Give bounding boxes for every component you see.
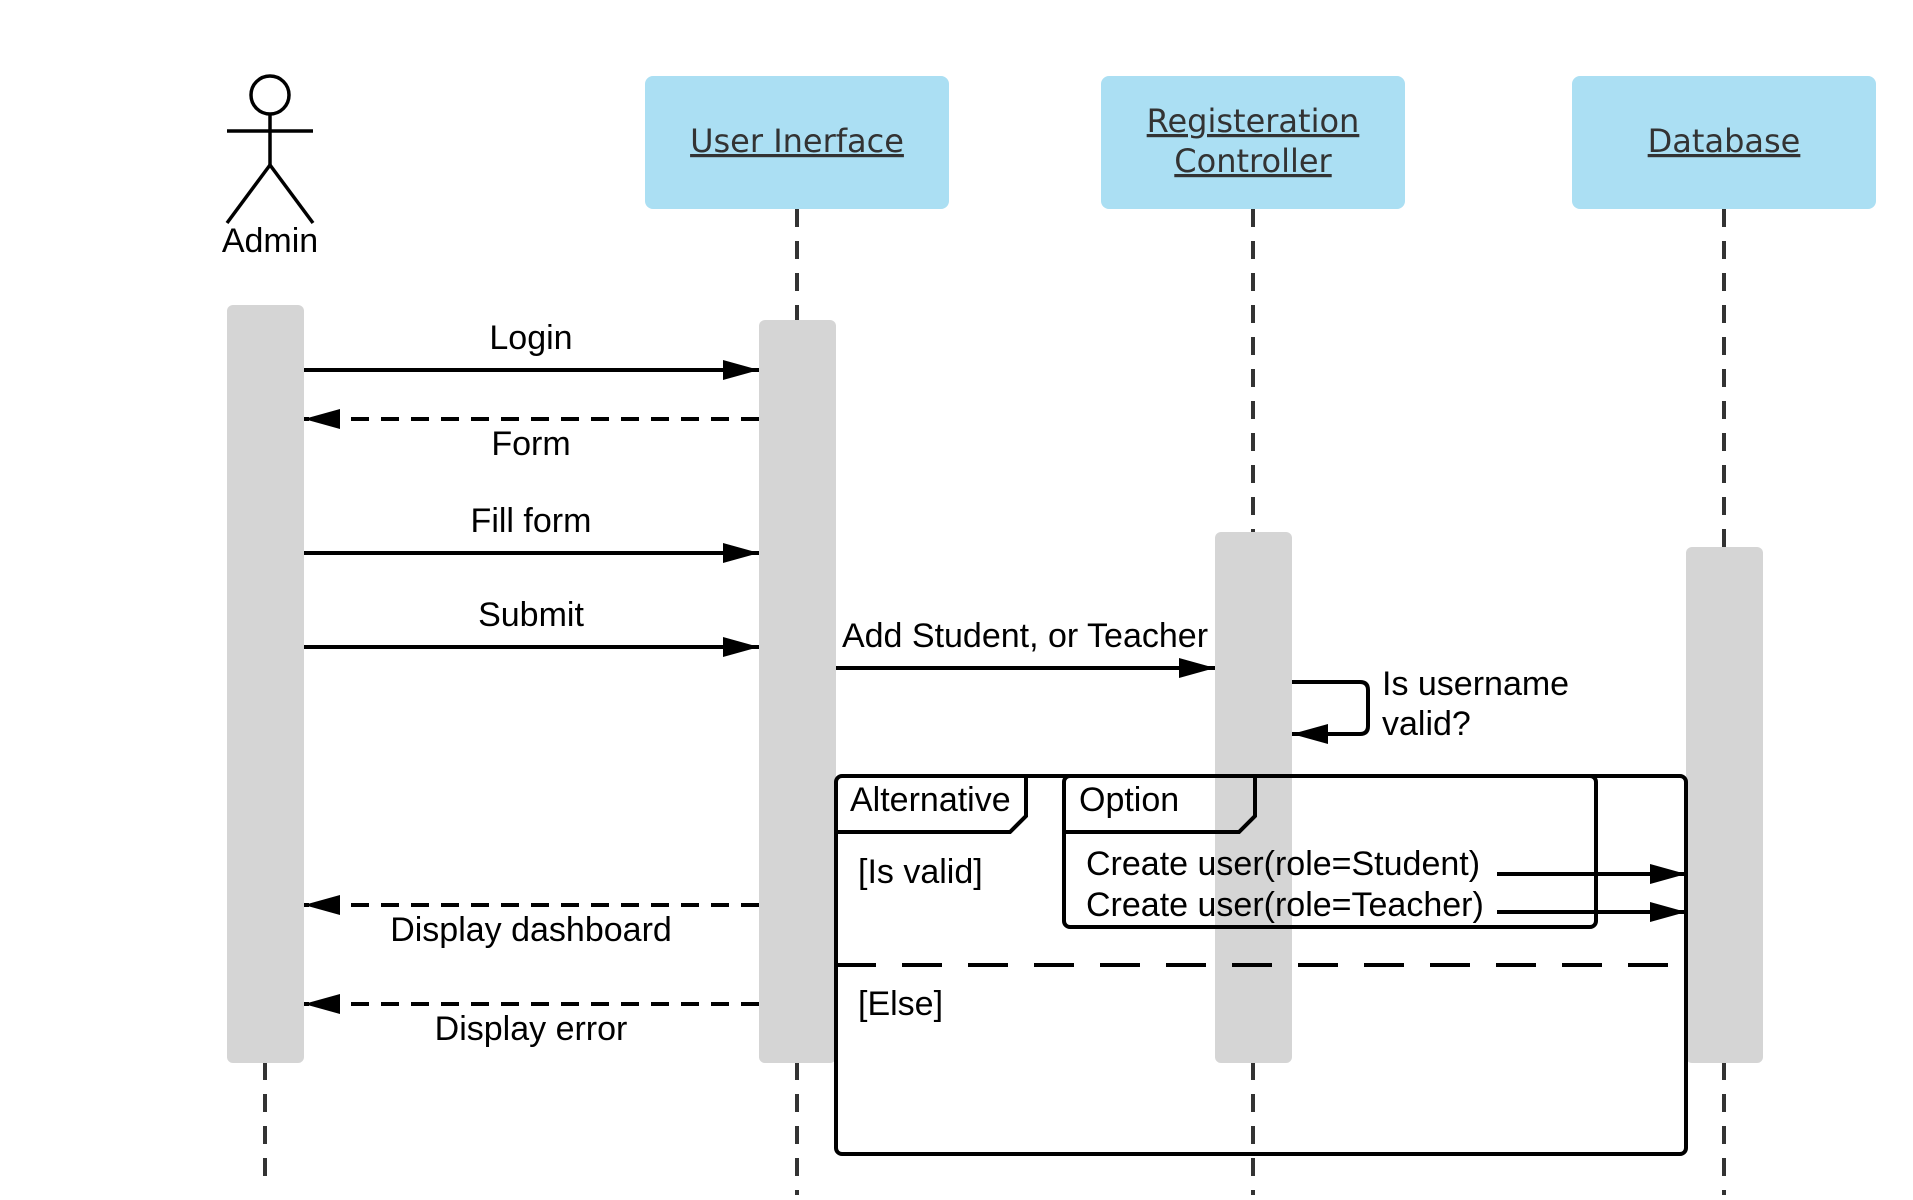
message-label-line2: valid? xyxy=(1382,705,1471,743)
message-label-line1: Is username xyxy=(1382,665,1569,703)
admin-actor: Admin xyxy=(222,74,318,260)
activation-admin xyxy=(227,305,304,1063)
message-display-dashboard: Display dashboard xyxy=(304,895,759,949)
message-label: Fill form xyxy=(471,502,592,540)
message-label: Display dashboard xyxy=(390,911,672,949)
participant-label-line1: Registeration xyxy=(1147,102,1360,140)
fragment-tab xyxy=(1064,776,1257,834)
fragment-title: Alternative xyxy=(850,781,1011,819)
message-label: Form xyxy=(491,425,570,463)
fragment-title: Option xyxy=(1079,781,1179,819)
message-add-user: Add Student, or Teacher xyxy=(836,617,1215,678)
participant-user-interface: User Inerface xyxy=(645,76,949,209)
create-student-label: Create user(role=Student) xyxy=(1086,845,1480,883)
guard-else: [Else] xyxy=(858,985,943,1023)
participant-database: Database xyxy=(1572,76,1876,209)
message-fill-form: Fill form xyxy=(304,502,759,563)
participant-label: User Inerface xyxy=(690,122,904,160)
message-label: Login xyxy=(489,319,572,357)
message-label: Display error xyxy=(435,1010,628,1048)
activation-database xyxy=(1686,547,1763,1063)
message-form: Form xyxy=(304,409,759,463)
fragment-tab xyxy=(836,776,1028,834)
self-call-arrow xyxy=(1292,680,1370,744)
create-teacher-label: Create user(role=Teacher) xyxy=(1086,886,1484,924)
admin-label: Admin xyxy=(222,222,318,260)
participant-label: Database xyxy=(1648,122,1801,160)
participant-head xyxy=(1101,76,1405,209)
participant-head xyxy=(645,76,949,209)
message-submit: Submit xyxy=(304,596,759,657)
message-validate-username: Is username valid? xyxy=(1292,665,1569,744)
participant-head xyxy=(1572,76,1876,209)
message-label: Submit xyxy=(478,596,584,634)
activation-user-interface xyxy=(759,320,836,1063)
message-login: Login xyxy=(304,319,759,380)
participant-label-line2: Controller xyxy=(1174,142,1332,180)
fragment-frame xyxy=(1062,774,1598,929)
message-label: Add Student, or Teacher xyxy=(842,617,1208,655)
guard-valid: [Is valid] xyxy=(858,853,983,891)
message-display-error: Display error xyxy=(304,994,759,1048)
option-fragment: Option Create user(role=Student) Create … xyxy=(1062,774,1686,929)
stick-figure-icon xyxy=(225,74,315,225)
participant-registration-controller: Registeration Controller xyxy=(1101,76,1405,209)
